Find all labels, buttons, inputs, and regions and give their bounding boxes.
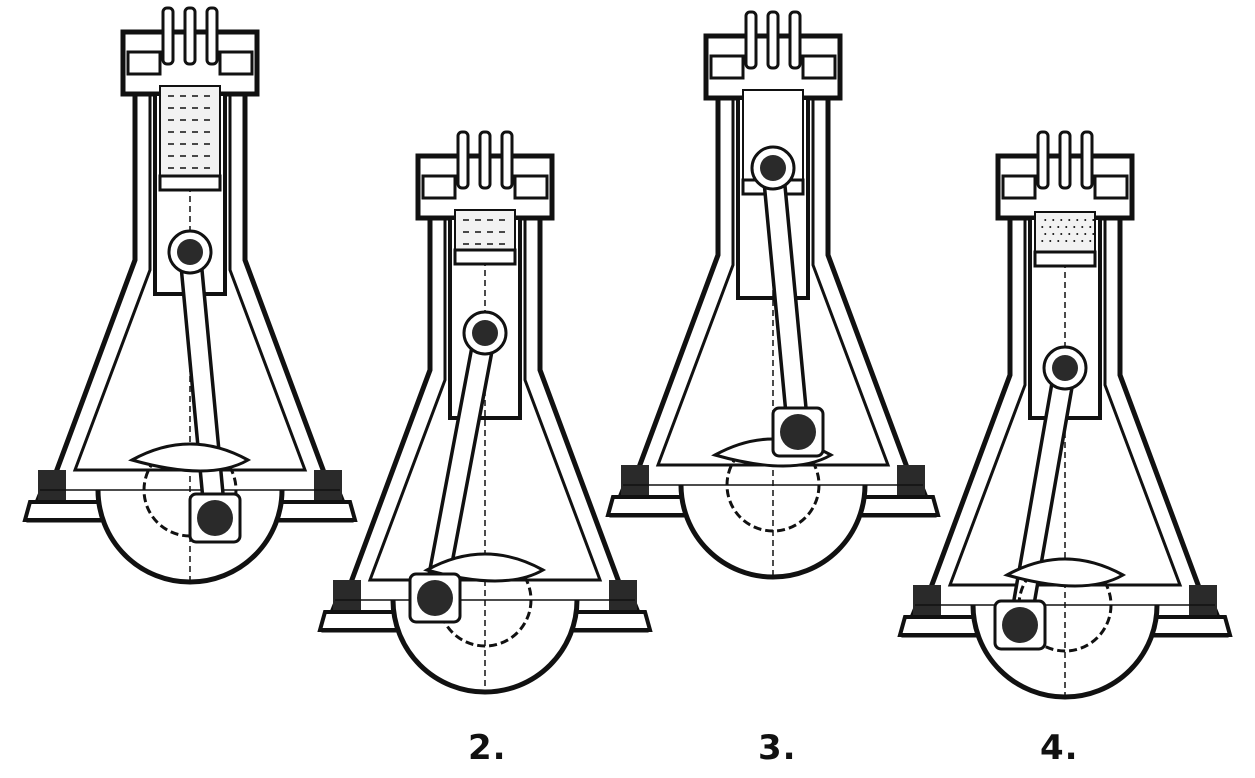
crank-web (1003, 557, 1127, 588)
charge-dot (1092, 219, 1095, 221)
crank-pin (780, 414, 816, 450)
figure-2-label: 2. (468, 728, 507, 768)
combustion-charge (159, 85, 221, 177)
head-port-left (126, 50, 162, 76)
connecting-rod (1011, 359, 1074, 634)
valve-stem-3 (788, 10, 802, 70)
valve-stem-3 (1080, 130, 1094, 190)
head-port-left (709, 54, 745, 80)
charge-dot (1081, 226, 1084, 228)
valve-stem-1 (161, 6, 175, 66)
charge-dot (1044, 219, 1047, 221)
valve-stem-1 (744, 10, 758, 70)
figure-4-label: 4. (1040, 728, 1079, 768)
crank-pin (417, 580, 453, 616)
valve-stem-3 (205, 6, 219, 66)
charge-dot (1084, 233, 1087, 235)
left-foot-block (333, 580, 361, 612)
valve-stem-2 (478, 130, 492, 190)
right-foot-block (897, 465, 925, 497)
charge-dot (1089, 240, 1092, 242)
charge-dot (1060, 219, 1063, 221)
charge-dot (1041, 226, 1044, 228)
crank-web (128, 442, 252, 473)
figure-1 (22, 6, 358, 585)
head-port-right (218, 50, 254, 76)
right-foot-block (609, 580, 637, 612)
crank-pin (197, 500, 233, 536)
valve-stem-2 (766, 10, 780, 70)
charge-dot (1049, 226, 1052, 228)
right-foot-block (1189, 585, 1217, 617)
valve-stem-2 (1058, 130, 1072, 190)
piston-crown (1033, 250, 1097, 268)
charge-dot (1060, 233, 1063, 235)
charge-dot (1057, 226, 1060, 228)
gudgeon-pin (472, 320, 498, 346)
charge-dot (1049, 240, 1052, 242)
figure-2 (317, 130, 653, 695)
charge-dot (1073, 226, 1076, 228)
right-foot-block (314, 470, 342, 502)
charge-dot (1076, 233, 1079, 235)
gudgeon-pin (760, 155, 786, 181)
charge-dot (1065, 226, 1068, 228)
figure-4 (897, 130, 1233, 700)
connecting-rod (764, 159, 807, 441)
charge-dot (1081, 240, 1084, 242)
charge-dot (1041, 240, 1044, 242)
figure-3-label: 3. (758, 728, 797, 768)
charge-dot (1052, 233, 1055, 235)
combustion-charge (1034, 211, 1096, 253)
charge-dot (1052, 219, 1055, 221)
gudgeon-pin (1052, 355, 1078, 381)
left-foot-block (38, 470, 66, 502)
charge-dot (1065, 240, 1068, 242)
charge-dot (1073, 240, 1076, 242)
charge-dot (1044, 233, 1047, 235)
valve-stem-2 (183, 6, 197, 66)
gudgeon-pin (177, 239, 203, 265)
piston-crown (453, 248, 517, 266)
left-foot-block (913, 585, 941, 617)
connecting-rod (181, 243, 224, 527)
head-port-right (1093, 174, 1129, 200)
valve-stem-1 (1036, 130, 1050, 190)
charge-dot (1089, 226, 1092, 228)
figure-3 (605, 10, 941, 580)
crank-pin (1002, 607, 1038, 643)
head-port-right (801, 54, 837, 80)
charge-dot (1068, 233, 1071, 235)
piston-crown (158, 174, 222, 192)
valve-stem-1 (456, 130, 470, 190)
charge-dot (1092, 233, 1095, 235)
head-port-left (1001, 174, 1037, 200)
charge-dot (1057, 240, 1060, 242)
connecting-rod (426, 324, 494, 607)
left-foot-block (621, 465, 649, 497)
valve-stem-3 (500, 130, 514, 190)
charge-dot (1068, 219, 1071, 221)
head-port-left (421, 174, 457, 200)
head-port-right (513, 174, 549, 200)
charge-dot (1084, 219, 1087, 221)
charge-dot (1076, 219, 1079, 221)
